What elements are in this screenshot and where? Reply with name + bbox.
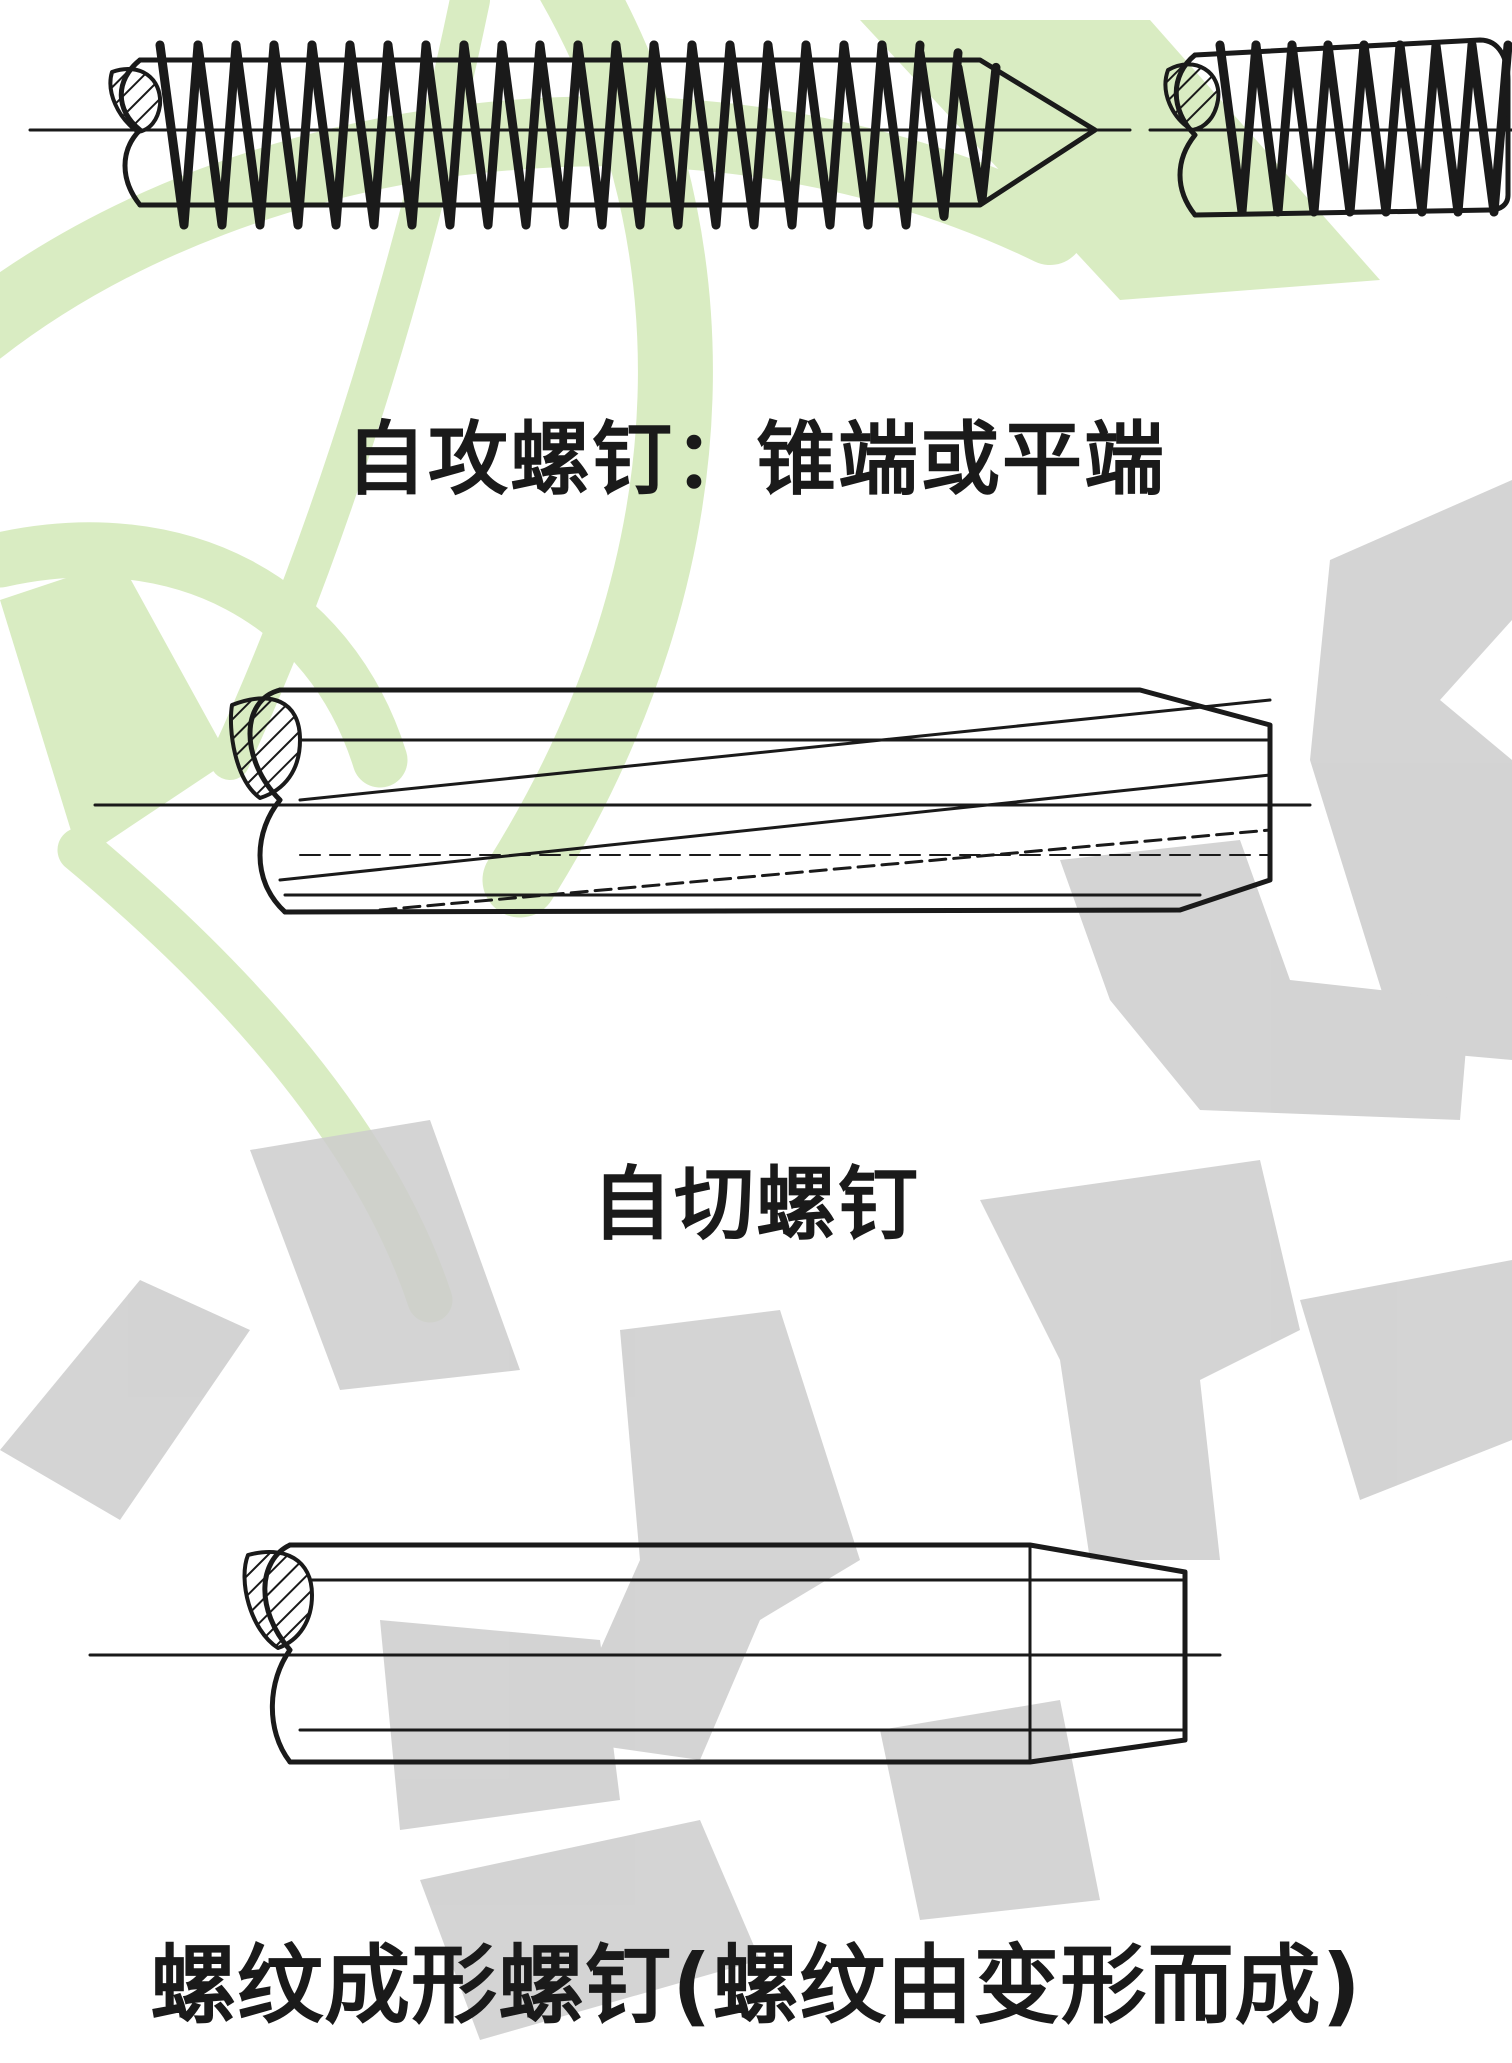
thread-forming-screw-drawing xyxy=(88,1542,1222,1765)
caption-thread-forming-screw: 螺纹成形螺钉(螺纹由变形而成) xyxy=(150,1936,1362,2036)
watermark-text xyxy=(0,480,1512,2040)
caption-self-cutting-screw: 自切螺钉 xyxy=(592,1158,920,1251)
tapping-screw-cone-end xyxy=(108,40,1098,230)
tapping-screw-flat-end xyxy=(1163,37,1512,218)
tapping-screw-drawing xyxy=(28,37,1512,230)
caption-tapping-screw: 自攻螺钉：锥端或平端 xyxy=(346,413,1166,506)
self-cutting-screw-drawing xyxy=(93,687,1312,915)
